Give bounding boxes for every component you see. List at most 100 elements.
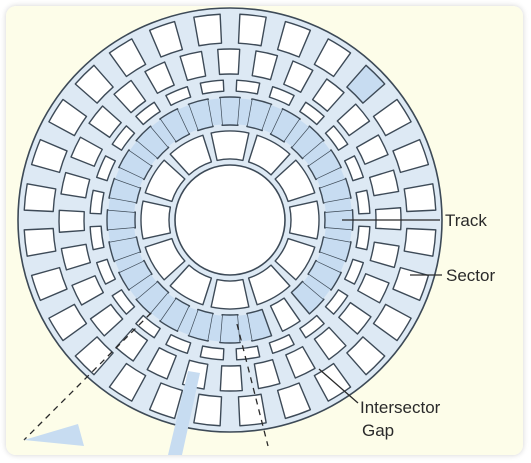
disk-sector [115, 328, 149, 362]
track-sector [219, 313, 241, 344]
track-gap-tint [151, 293, 176, 321]
track-gap-tint [324, 227, 352, 242]
track-sector [159, 108, 191, 143]
diagram-frame: Track Sector Intersector Gap [6, 6, 523, 455]
track-sector [246, 98, 273, 132]
dashed-line-right [236, 323, 269, 447]
disk-sector [89, 225, 105, 251]
track-gap-tint [208, 98, 223, 126]
track-label: Track [445, 211, 487, 230]
disk-sector [95, 155, 117, 182]
disk-sector [48, 303, 88, 342]
track-sector [108, 236, 142, 263]
disk-sector [217, 48, 241, 76]
track-gap-tint [177, 306, 198, 335]
track-sector [135, 280, 170, 315]
track-sector [187, 98, 214, 132]
disk-sector [111, 125, 136, 151]
disk-sector [88, 105, 122, 139]
track-sector [290, 125, 325, 160]
track-gap-tint [284, 119, 309, 147]
disk-sector [268, 333, 295, 355]
disk-sector [274, 159, 316, 203]
track-sector [290, 280, 325, 315]
track-gap-tint [303, 274, 331, 299]
track-sector [307, 259, 342, 291]
disk-sector [60, 243, 92, 271]
gap-leader-line [318, 368, 359, 404]
disk-sector [274, 237, 316, 281]
disk-sector [146, 347, 177, 380]
disk-sector [268, 85, 295, 107]
highlighted-sector [346, 64, 386, 104]
disk-sector [169, 264, 213, 306]
track-gap-tint [303, 141, 331, 166]
disk-sector [199, 79, 225, 95]
disk-sector [199, 345, 225, 361]
corner-wedge [24, 424, 84, 446]
disk-sector [403, 227, 437, 257]
disk-sector [108, 362, 147, 402]
track-sector [106, 209, 137, 231]
disk-sector [210, 278, 250, 310]
disk-sector [235, 345, 261, 361]
track-sector [318, 236, 352, 263]
disk-sector [392, 138, 430, 174]
disk-sector [144, 159, 186, 203]
disk-sector [253, 358, 281, 390]
disk-sector [276, 382, 312, 420]
disk-sector [374, 207, 402, 231]
disk-sector [113, 79, 147, 114]
track-gap-tint [177, 105, 198, 134]
disk-sector [403, 183, 437, 213]
disk-sector [95, 258, 117, 285]
disk-sector [210, 130, 250, 162]
track-sector [118, 149, 153, 181]
disk-sector [247, 134, 291, 176]
disk-sector [313, 38, 352, 78]
disk-sector [336, 103, 371, 137]
disk-sector [148, 20, 184, 58]
track-sector [135, 125, 170, 160]
disk-sector [392, 266, 430, 302]
disk-sector [23, 183, 57, 213]
disk-sector [193, 393, 223, 427]
disk-sector [71, 275, 105, 306]
disk-sector [74, 64, 114, 104]
disk-sector [311, 78, 345, 112]
disk-platter [17, 7, 443, 433]
disk-sector [369, 241, 400, 269]
disk-sector [193, 13, 223, 47]
disk-sector [276, 20, 312, 58]
disk-sector [144, 237, 186, 281]
disk-sector [343, 258, 365, 285]
disk-sector [283, 60, 314, 93]
track-sector [108, 177, 142, 204]
track-gap-tint [324, 198, 352, 213]
disk-sector [237, 13, 267, 47]
track-sector [219, 96, 241, 127]
track-gap-tint [129, 274, 157, 299]
gap-label: Gap [362, 421, 394, 440]
disk-sector [23, 227, 57, 257]
disk-sector [30, 266, 68, 302]
disk-sector [148, 382, 184, 420]
disk-sector [299, 101, 325, 126]
intersector-label: Intersector [360, 398, 441, 417]
disk-sector [372, 303, 412, 342]
disk-sector [179, 50, 207, 82]
disk-sector [251, 50, 279, 81]
disk-sector [89, 189, 105, 215]
track-sector [323, 209, 354, 231]
disk-sector [324, 289, 349, 315]
disk-sector [324, 125, 349, 151]
disk-sector [219, 364, 243, 392]
disk-sector [346, 336, 386, 376]
disk-sector [247, 264, 291, 306]
disk-sector [235, 79, 261, 95]
disk-sector [60, 171, 91, 199]
disk-sector [343, 155, 365, 182]
dashed-line-left [23, 312, 152, 441]
sector-label: Sector [446, 266, 495, 285]
disk-sector [140, 200, 172, 240]
